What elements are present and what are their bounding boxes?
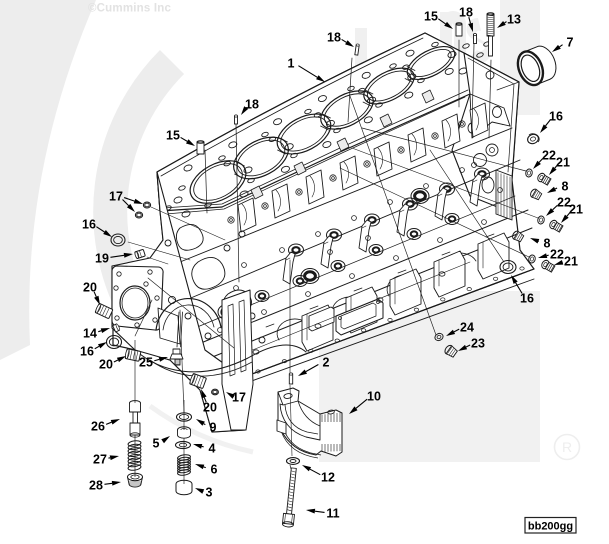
svg-text:9: 9 [210,421,217,435]
svg-text:4: 4 [209,442,216,456]
svg-text:16: 16 [549,110,563,124]
svg-text:22: 22 [550,248,564,262]
svg-text:18: 18 [327,31,341,45]
svg-text:27: 27 [93,453,107,467]
svg-text:19: 19 [95,252,109,266]
svg-text:©Cummins Inc: ©Cummins Inc [88,3,171,15]
svg-text:7: 7 [567,36,574,50]
svg-text:R: R [562,439,572,455]
svg-text:15: 15 [166,129,180,143]
svg-text:20: 20 [99,358,113,372]
svg-text:1: 1 [288,57,295,71]
svg-text:16: 16 [82,218,96,232]
svg-text:10: 10 [367,390,381,404]
svg-text:bb200gg: bb200gg [528,521,573,533]
svg-text:21: 21 [564,255,578,269]
svg-text:21: 21 [569,203,583,217]
svg-text:26: 26 [91,420,105,434]
svg-text:22: 22 [542,149,556,163]
svg-text:16: 16 [80,345,94,359]
svg-text:12: 12 [321,471,335,485]
svg-text:14: 14 [83,327,97,341]
svg-text:16: 16 [520,292,534,306]
svg-text:11: 11 [326,507,339,521]
svg-text:2: 2 [323,356,330,370]
svg-text:8: 8 [562,180,569,194]
svg-text:15: 15 [424,10,438,24]
svg-text:24: 24 [460,321,474,335]
svg-text:23: 23 [471,337,485,351]
svg-text:18: 18 [459,6,473,20]
svg-text:20: 20 [203,401,217,415]
svg-text:13: 13 [507,13,521,27]
svg-text:3: 3 [206,486,213,500]
svg-text:28: 28 [89,479,103,493]
svg-text:21: 21 [556,156,570,170]
svg-text:5: 5 [153,437,160,451]
svg-text:6: 6 [211,463,218,477]
svg-text:25: 25 [139,356,153,370]
svg-text:17: 17 [109,190,123,204]
svg-text:17: 17 [232,391,246,405]
